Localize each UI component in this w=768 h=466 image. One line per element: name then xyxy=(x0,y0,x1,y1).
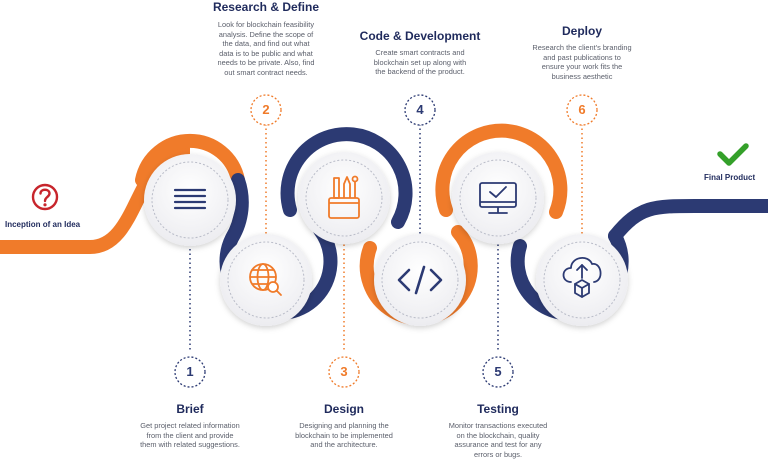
step-title-5: Testing xyxy=(477,402,519,416)
number-ring-5 xyxy=(482,356,514,388)
number-ring-4 xyxy=(404,94,436,126)
list-lines-icon xyxy=(173,188,207,210)
step-number-6: 6 xyxy=(578,102,586,117)
step-title-2: Research & Define xyxy=(212,0,320,14)
road-upper-2 xyxy=(280,127,413,229)
step-title-6: Deploy xyxy=(561,24,602,38)
number-ring-6 xyxy=(566,94,598,126)
number-ring-1 xyxy=(174,356,206,388)
cloud-upload-icon xyxy=(562,257,602,298)
step-description-3: Designing and planning the blockchain to… xyxy=(295,421,393,450)
step-disc-1 xyxy=(144,154,236,246)
step-number-5: 5 xyxy=(494,364,502,379)
monitor-check-icon xyxy=(479,182,517,214)
road-start-segment xyxy=(0,143,191,254)
globe-search-icon xyxy=(249,263,282,296)
step-description-4: Create smart contracts and blockchain se… xyxy=(373,48,467,77)
step-number-2: 2 xyxy=(262,102,270,117)
step-title-4: Code & Development xyxy=(359,29,481,43)
road-upper-3 xyxy=(435,123,568,219)
number-ring-2 xyxy=(250,94,282,126)
checkmark-icon xyxy=(717,143,749,166)
step-disc-2 xyxy=(220,234,312,326)
start-label: Inception of an Idea xyxy=(5,220,81,229)
code-brackets-icon xyxy=(397,265,443,295)
road-arc-1 xyxy=(135,133,245,187)
step-disc-5 xyxy=(452,152,544,244)
end-label: Final Product xyxy=(704,173,756,182)
step-number-1: 1 xyxy=(186,364,194,379)
step-title-1: Brief xyxy=(176,402,204,416)
step-description-1: Get project related information from the… xyxy=(140,421,240,450)
step-description-2: Look for blockchain feasibility analysis… xyxy=(217,20,315,77)
number-ring-3 xyxy=(328,356,360,388)
question-circle-icon xyxy=(31,183,59,211)
step-description-6: Research the client's branding and past … xyxy=(532,43,632,81)
step-number-4: 4 xyxy=(416,102,424,117)
design-tools-icon xyxy=(328,175,360,219)
step-description-5: Monitor transactions executed on the blo… xyxy=(448,421,548,459)
step-title-3: Design xyxy=(323,402,364,416)
road-end-segment xyxy=(608,198,768,243)
step-number-3: 3 xyxy=(340,364,348,379)
